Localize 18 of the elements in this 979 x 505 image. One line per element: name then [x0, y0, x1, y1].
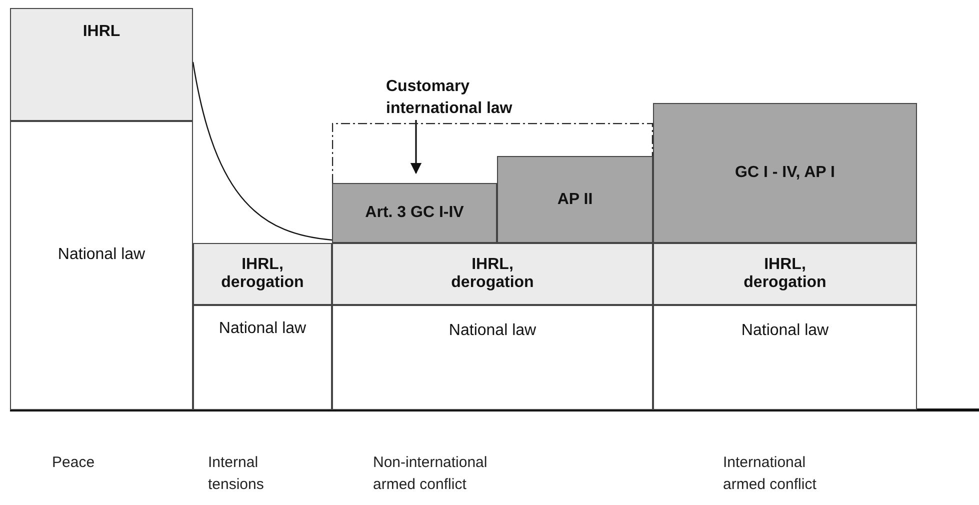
category-label: Peace [52, 453, 96, 473]
annotation-text: Customary international law [386, 77, 514, 119]
curve-line [192, 62, 332, 241]
law-box: Art. 3 GC I-IV [332, 183, 497, 243]
law-box: National law [332, 305, 653, 410]
law-box: IHRL [10, 8, 193, 121]
law-box: National law [653, 305, 917, 410]
law-box: IHRL, derogation [332, 243, 653, 305]
law-box: IHRL, derogation [193, 243, 332, 305]
arrow [410, 120, 422, 174]
law-box: National law [193, 305, 332, 410]
category-label: Internal tensions [208, 453, 265, 495]
law-box: National law [10, 121, 193, 410]
law-box: GC I - IV, AP I [653, 103, 917, 243]
law-box: AP II [497, 156, 653, 243]
law-box: IHRL, derogation [653, 243, 917, 305]
category-label: Non-international armed conflict [373, 453, 488, 495]
category-label: International armed conflict [723, 453, 818, 495]
